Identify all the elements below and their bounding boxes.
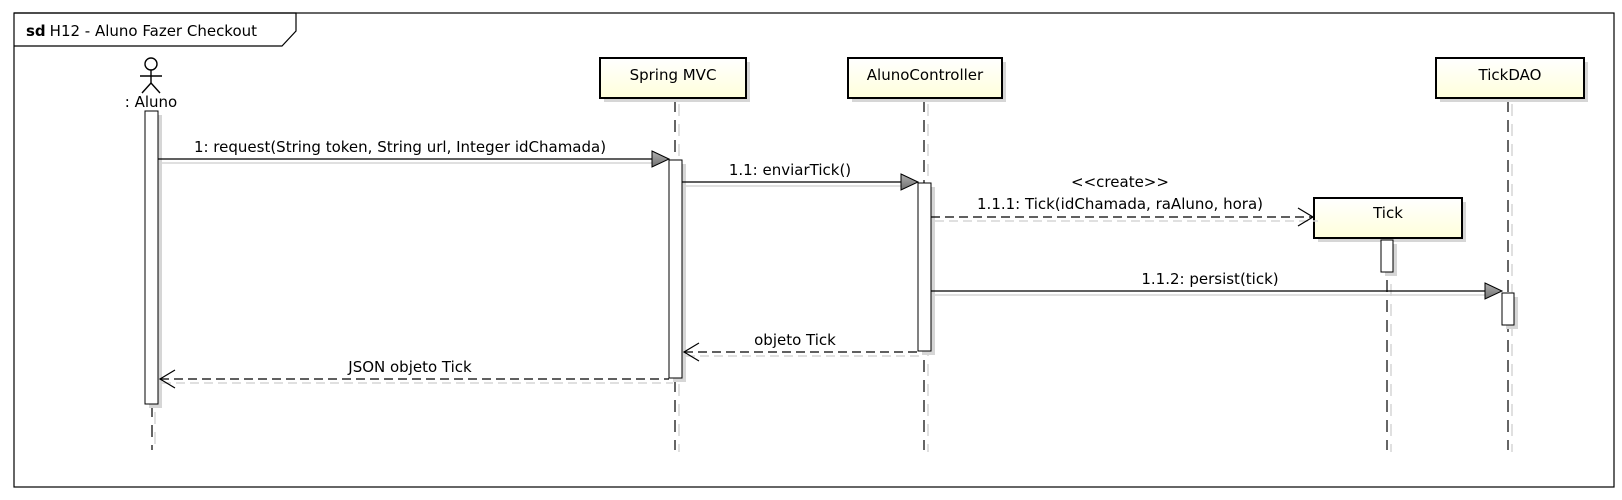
message-label-enviar-tick: 1.1: enviarTick() — [729, 161, 851, 179]
activation-tickdao — [1501, 292, 1515, 326]
message-enviar-tick: 1.1: enviarTick() — [682, 161, 920, 191]
arrowhead-return-json — [158, 369, 176, 389]
lifeline-label-spring: Spring MVC — [630, 66, 717, 84]
lifeline-label-controller: AlunoController — [867, 66, 984, 84]
lifelines — [151, 100, 1513, 452]
lifeline-box-tickdao: TickDAO — [1435, 57, 1588, 102]
lifeline-box-tick: Tick — [1313, 197, 1466, 242]
return-label-json-objeto-tick: JSON objeto Tick — [347, 358, 472, 376]
activation-controller — [917, 182, 932, 352]
actor-head — [144, 57, 158, 71]
actor-aluno-label: : Aluno — [125, 93, 177, 111]
frame-tab — [14, 12, 297, 47]
actor-aluno — [140, 57, 162, 94]
frame-title: H12 - Aluno Fazer Checkout — [50, 22, 257, 40]
message-request: 1: request(String token, String url, Int… — [158, 138, 671, 168]
lifeline-box-controller: AlunoController — [847, 57, 1006, 102]
arrowhead-create-tick — [1297, 207, 1315, 227]
message-label-request: 1: request(String token, String url, Int… — [194, 138, 606, 156]
activation-aluno — [144, 110, 159, 405]
arrowhead-request — [651, 150, 671, 168]
stereotype-create: <<create>> — [1071, 173, 1169, 191]
lifeline-label-tickdao: TickDAO — [1478, 66, 1542, 84]
frame-keyword: sd — [26, 22, 46, 40]
message-create-tick: <<create>> 1.1.1: Tick(idChamada, raAlun… — [931, 173, 1318, 227]
arrowhead-enviar-tick — [900, 173, 920, 191]
return-label-objeto-tick: objeto Tick — [754, 331, 836, 349]
lifeline-box-spring: Spring MVC — [599, 57, 750, 102]
activations — [144, 110, 1518, 408]
return-objeto-tick: objeto Tick — [682, 331, 922, 362]
activation-tick — [1380, 239, 1394, 273]
message-label-persist: 1.1.2: persist(tick) — [1141, 270, 1278, 288]
activation-spring — [668, 159, 683, 379]
arrowhead-return-objeto — [682, 342, 700, 362]
message-persist: 1.1.2: persist(tick) — [931, 270, 1504, 300]
message-label-create-tick: 1.1.1: Tick(idChamada, raAluno, hora) — [977, 195, 1263, 213]
arrowhead-persist — [1484, 282, 1504, 300]
return-json-objeto-tick: JSON objeto Tick — [158, 358, 673, 389]
lifeline-label-tick: Tick — [1372, 204, 1403, 222]
